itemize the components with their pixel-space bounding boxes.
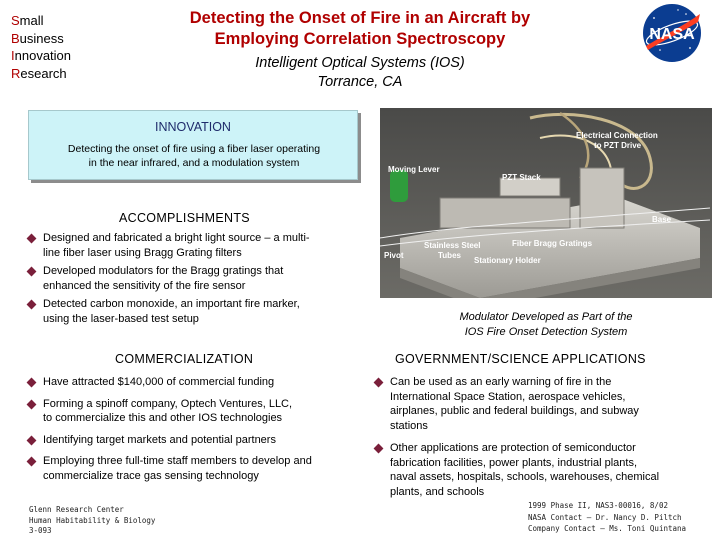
diamond-bullet-icon [26, 299, 37, 310]
label-fiber-bragg: Fiber Bragg Gratings [512, 239, 593, 248]
diamond-bullet-icon [26, 399, 37, 409]
company-info: Intelligent Optical Systems (IOS) Torran… [255, 55, 465, 90]
innovation-box: INNOVATION Detecting the onset of fire u… [28, 110, 358, 180]
label-electrical-1: Electrical Connection [576, 131, 658, 140]
commercialization-heading: COMMERCIALIZATION [115, 352, 254, 366]
nasa-logo: NASA [643, 4, 701, 62]
government-heading: GOVERNMENT/SCIENCE APPLICATIONS [395, 352, 646, 366]
list-item: Designed and fabricated a bright light s… [25, 231, 355, 260]
modulator-photo: Electrical Connection to PZT Drive Movin… [380, 108, 712, 298]
sbir-line: Business [11, 30, 64, 46]
accomplishments-heading: ACCOMPLISHMENTS [119, 211, 250, 225]
government-list: Can be used as an early warning of fire … [372, 375, 712, 507]
list-item: Other applications are protection of sem… [372, 441, 712, 499]
diamond-bullet-icon [26, 456, 37, 467]
list-item: Forming a spinoff company, Optech Ventur… [25, 397, 365, 426]
sbir-line: Research [11, 65, 67, 81]
svg-text:NASA: NASA [649, 26, 695, 43]
footer-right: 1999 Phase II, NAS3-00016, 8/02 NASA Con… [528, 501, 687, 533]
diamond-bullet-icon [26, 435, 37, 445]
diamond-bullet-icon [373, 443, 384, 454]
label-base: Base [652, 215, 672, 224]
list-item: Can be used as an early warning of fire … [372, 375, 712, 433]
accomplishments-list: Designed and fabricated a bright light s… [25, 231, 355, 330]
photo-caption: Modulator Developed as Part of the IOS F… [459, 311, 633, 338]
diamond-bullet-icon [26, 377, 37, 388]
commercialization-list: Have attracted $140,000 of commercial fu… [25, 375, 365, 490]
innovation-heading: INNOVATION [155, 120, 231, 134]
label-moving-lever: Moving Lever [388, 165, 440, 174]
sbir-label: Small Business Innovation Research [11, 12, 71, 82]
list-item: Have attracted $140,000 of commercial fu… [25, 375, 365, 390]
sbir-line: Small [11, 13, 44, 28]
list-item: Identifying target markets and potential… [25, 433, 365, 448]
label-stainless-2: Tubes [438, 251, 462, 260]
list-item: Detected carbon monoxide, an important f… [25, 297, 355, 326]
diamond-bullet-icon [26, 233, 37, 244]
innovation-text: Detecting the onset of fire using a fibe… [67, 143, 321, 169]
page-title: Detecting the Onset of Fire in an Aircra… [189, 9, 531, 48]
sbir-line: Innovation [11, 48, 72, 63]
diamond-bullet-icon [373, 377, 384, 388]
list-item: Developed modulators for the Bragg grati… [25, 264, 355, 293]
label-electrical-2: to PZT Drive [594, 141, 642, 150]
diamond-bullet-icon [26, 266, 37, 277]
label-stainless-1: Stainless Steel [424, 241, 480, 250]
label-pivot: Pivot [384, 251, 404, 260]
list-item: Employing three full-time staff members … [25, 454, 365, 483]
label-pzt-stack: PZT Stack [502, 173, 541, 182]
header: Detecting the Onset of Fire in an Aircra… [150, 8, 570, 92]
footer-left: Glenn Research Center Human Habitability… [29, 505, 156, 535]
label-stationary: Stationary Holder [474, 256, 541, 265]
